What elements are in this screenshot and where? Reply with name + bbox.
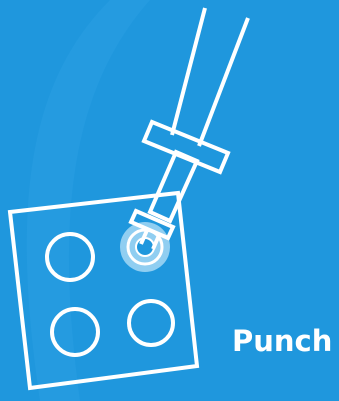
punch-tip-core	[136, 238, 154, 256]
caption-label: Punch	[232, 323, 332, 359]
